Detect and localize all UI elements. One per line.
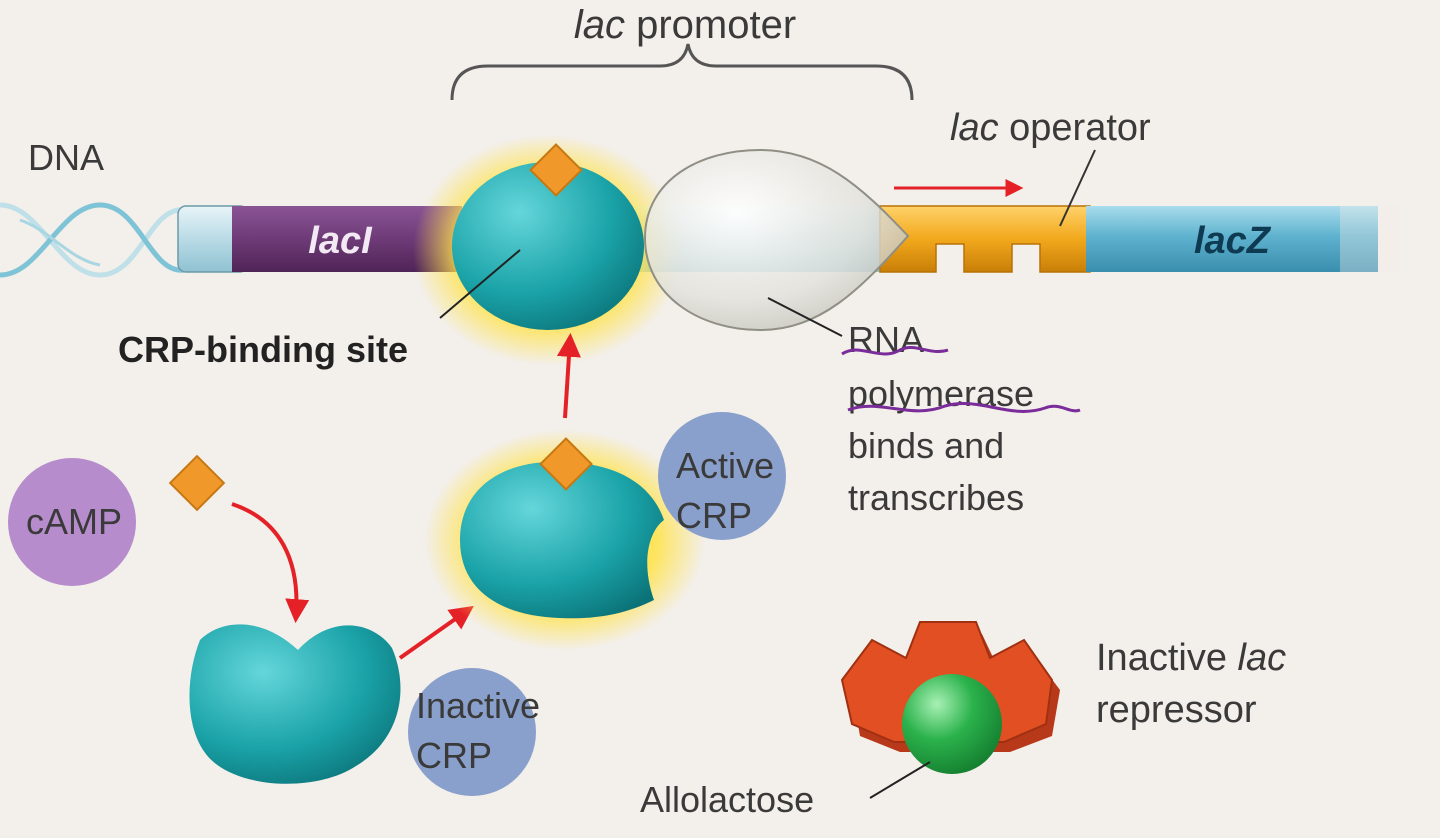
rna-label-line3: binds and bbox=[848, 425, 1004, 466]
lac-promoter-label: lac promoter bbox=[574, 3, 796, 47]
active-camp-diamond bbox=[539, 437, 593, 491]
active-crp-label-line2: CRP bbox=[676, 495, 752, 536]
inactive-repressor-label-line1: Inactive lac bbox=[1096, 637, 1286, 679]
operator-region bbox=[879, 205, 1091, 273]
lacz-gene-label: lacZ bbox=[1194, 220, 1272, 262]
inactive-crp-label-line2: CRP bbox=[416, 735, 492, 776]
inactive-crp bbox=[189, 624, 401, 784]
free-camp-diamond bbox=[168, 454, 226, 512]
dna-helix bbox=[0, 202, 186, 278]
bound-crp bbox=[452, 162, 644, 330]
inactive-crp-label-line1: Inactive bbox=[416, 685, 540, 726]
rna-underline bbox=[841, 345, 949, 356]
rna-polymerase bbox=[643, 148, 910, 332]
lacz-region bbox=[1086, 206, 1378, 272]
promoter-brace bbox=[450, 43, 914, 101]
rna-leader-line bbox=[767, 297, 843, 337]
laci-gene-label: lacI bbox=[308, 220, 373, 262]
lac-operator-label: lac operator bbox=[950, 107, 1151, 149]
dna-label: DNA bbox=[28, 137, 104, 178]
allolactose-sphere bbox=[902, 674, 1002, 774]
lacz-end-fade bbox=[1340, 206, 1400, 272]
camp-to-crp-arrow bbox=[231, 502, 310, 624]
allolactose-leader-line bbox=[869, 761, 931, 799]
allolactose-label: Allolactose bbox=[640, 779, 814, 820]
inactive-repressor-label-line2: repressor bbox=[1096, 689, 1257, 731]
polymerase-underline bbox=[847, 401, 1081, 413]
active-crp bbox=[460, 461, 664, 619]
activation-arrow bbox=[398, 605, 474, 660]
crp-site-leader-line bbox=[439, 249, 521, 319]
binding-arrow bbox=[556, 332, 581, 419]
camp-label: cAMP bbox=[26, 501, 122, 542]
crp-binding-site-label: CRP-binding site bbox=[118, 329, 408, 370]
inactive-crp-bubble bbox=[408, 668, 536, 796]
active-crp-label-line1: Active bbox=[676, 445, 774, 486]
camp-bubble bbox=[8, 458, 136, 586]
active-crp-bubble bbox=[658, 412, 786, 540]
rna-label-line4: transcribes bbox=[848, 477, 1024, 518]
operator-leader-line bbox=[1059, 149, 1096, 227]
bound-camp-diamond bbox=[529, 143, 583, 197]
